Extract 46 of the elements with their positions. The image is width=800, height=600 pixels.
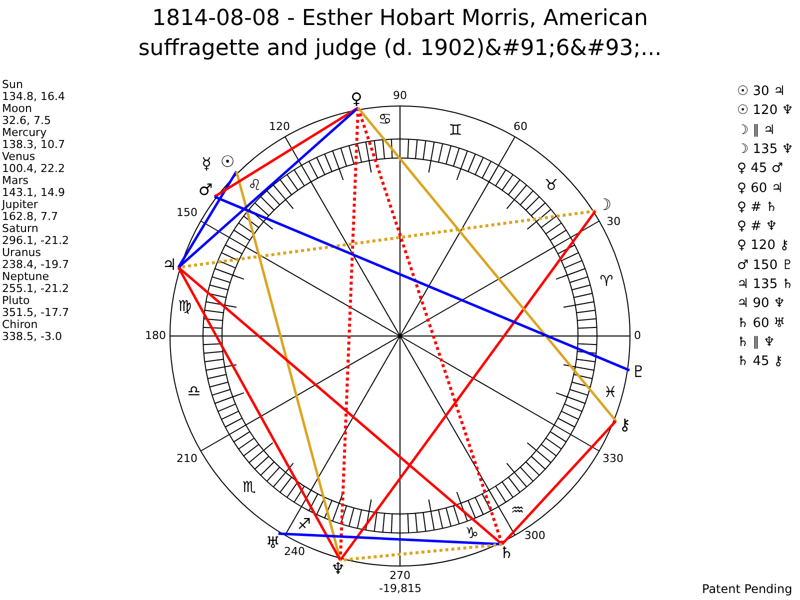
aspect-entry: ♀ 60 ♃ — [737, 180, 783, 196]
planet-symbol: ♇ — [630, 362, 648, 381]
aspect-entry: ☉ 30 ♃ — [737, 84, 786, 100]
planet-name: Pluto — [2, 295, 30, 307]
planet-name: Venus — [2, 151, 36, 163]
aspect-entry: ♂ 150 ♇ — [737, 258, 794, 274]
aspect-entry: ♃ 135 ♄ — [737, 277, 794, 293]
degree-label: 90 — [393, 90, 407, 102]
aspect-entry: ♃ 90 ♆ — [737, 296, 786, 312]
planet-position: 338.5, -3.0 — [2, 331, 62, 343]
planet-position: 100.4, 22.2 — [2, 163, 65, 175]
aspect-entry: ☉ 120 ♆ — [737, 103, 794, 120]
planet-position: 143.1, 14.9 — [2, 187, 65, 199]
aspect-entry: ♀ 45 ♂ — [737, 161, 783, 178]
aspect-entry: ♀ # ♄ — [737, 200, 778, 216]
planet-position: 238.4, -19.7 — [2, 259, 69, 271]
planet-position: 134.8, 16.4 — [2, 91, 65, 103]
planet-name: Chiron — [2, 319, 38, 331]
planet-name: Sun — [2, 79, 23, 91]
planet-position: 296.1, -21.2 — [2, 235, 69, 247]
planet-position: 255.1, -21.2 — [2, 283, 69, 295]
footer-note: Patent Pending — [702, 582, 792, 596]
planet-name: Moon — [2, 103, 32, 115]
planet-position: 32.6, 7.5 — [2, 115, 51, 127]
planet-name: Uranus — [2, 247, 41, 259]
degree-label: 0 — [634, 330, 641, 342]
planet-name: Mars — [2, 175, 28, 187]
planet-position: 138.3, 10.7 — [2, 139, 65, 151]
aspect-entry: ♄ 60 ♅ — [737, 316, 786, 332]
planet-name: Neptune — [2, 271, 50, 283]
planet-name: Mercury — [2, 127, 47, 139]
aspect-entry: ♄ ∥ ♆ — [737, 334, 776, 351]
degree-label: 270 — [390, 570, 410, 582]
planet-name: Jupiter — [2, 199, 38, 211]
aspect-entry: ♀ # ♆ — [737, 219, 778, 236]
aspect-entry: ☽ ∥ ♃ — [737, 122, 776, 139]
planet-symbol: ♀ — [348, 90, 366, 108]
aspect-entry: ☽ 135 ♆ — [737, 142, 794, 158]
planet-position: 162.8, 7.7 — [2, 211, 58, 223]
planet-position: 351.5, -17.7 — [2, 307, 69, 319]
aspect-entry: ♄ 45 ⚷ — [737, 354, 783, 370]
chart-value: -19,815 — [379, 583, 422, 595]
planet-name: Saturn — [2, 223, 38, 235]
degree-label: 180 — [145, 330, 166, 342]
chart-title: 1814-08-08 - Esther Hobart Morris, American suffragette and judge (d. 1902)&#91;6&#93;... — [137, 5, 663, 63]
aspect-entry: ♀ 120 ⚷ — [737, 238, 790, 254]
